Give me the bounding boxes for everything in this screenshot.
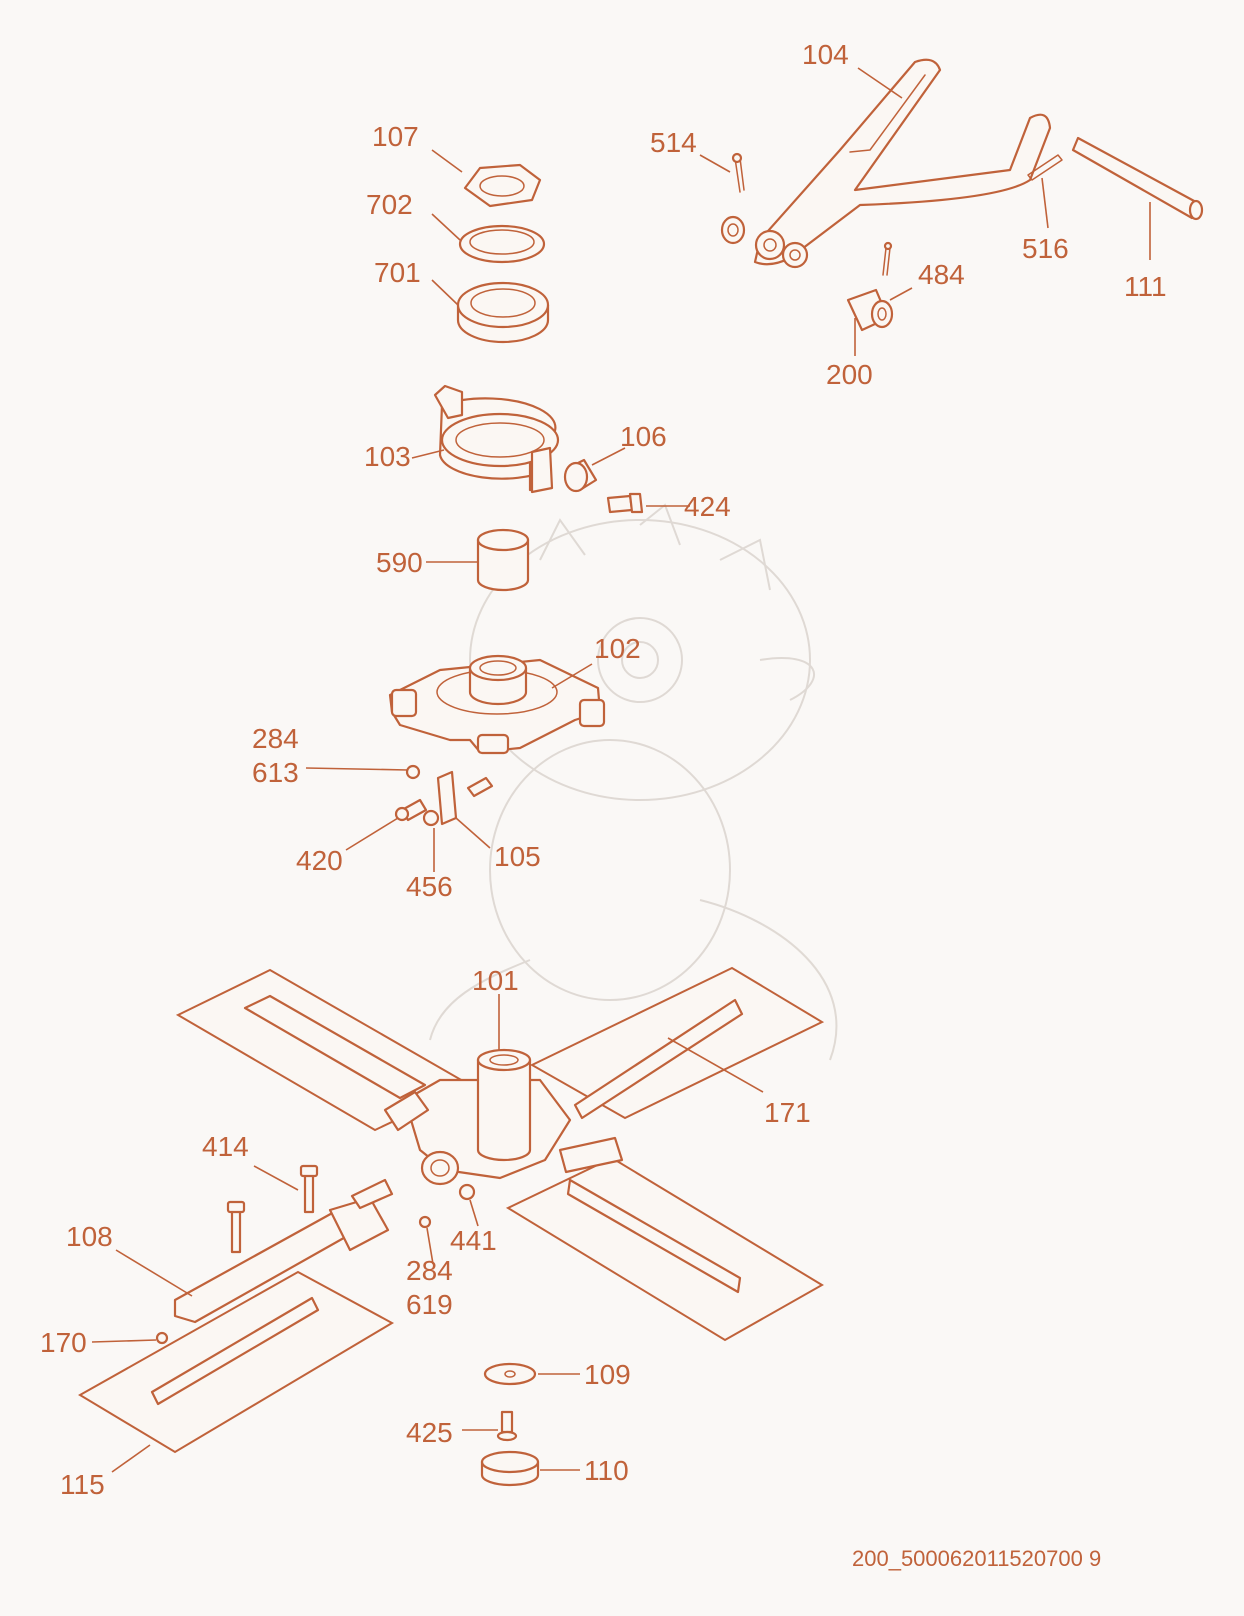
callout-425: 425 xyxy=(406,1417,453,1448)
part-111-pin xyxy=(1071,136,1204,221)
callout-200: 200 xyxy=(826,359,873,390)
callout-516: 516 xyxy=(1022,233,1069,264)
callout-284-upper: 284 xyxy=(252,723,299,754)
callout-484: 484 xyxy=(918,259,965,290)
part-109-washer xyxy=(483,1362,537,1386)
part-516-cotter-pin xyxy=(1027,154,1063,181)
part-425-screw xyxy=(496,1410,518,1442)
callout-590: 590 xyxy=(376,547,423,578)
bolt-part xyxy=(226,1200,246,1254)
callout-170: 170 xyxy=(40,1327,87,1358)
callout-labels: 104 107 514 702 516 701 484 111 200 106 … xyxy=(40,39,1167,1500)
part-102-spider-hub xyxy=(388,654,606,755)
part-702-seal-ring xyxy=(458,224,546,264)
washer-part xyxy=(720,215,746,245)
part-701-bearing xyxy=(456,281,550,344)
part-200-clevis-pin xyxy=(846,288,894,332)
callout-441: 441 xyxy=(450,1225,497,1256)
callout-171: 171 xyxy=(764,1097,811,1128)
callout-105: 105 xyxy=(494,841,541,872)
part-101-cross-frame xyxy=(175,966,825,1342)
part-514-cotter-pin xyxy=(731,152,745,193)
part-424-bolt xyxy=(606,492,644,514)
callout-702: 702 xyxy=(366,189,413,220)
callout-414: 414 xyxy=(202,1131,249,1162)
callout-420: 420 xyxy=(296,845,343,876)
part-484-split-pin xyxy=(882,241,893,276)
part-613-grease-nipple xyxy=(405,764,421,780)
part-420-screw xyxy=(394,798,428,822)
callout-107: 107 xyxy=(372,121,419,152)
part-414-bolt xyxy=(299,1164,319,1214)
part-619-nipple xyxy=(418,1215,432,1229)
part-115-plate xyxy=(78,1270,395,1454)
part-590-sleeve xyxy=(476,528,530,592)
callout-613: 613 xyxy=(252,757,299,788)
part-105-block xyxy=(436,770,458,826)
callout-101: 101 xyxy=(472,965,519,996)
part-103-clamp-housing xyxy=(433,384,560,494)
callout-424: 424 xyxy=(684,491,731,522)
document-id: 200_500062011520700 9 xyxy=(852,1546,1101,1571)
callout-111: 111 xyxy=(1124,271,1167,302)
callout-103: 103 xyxy=(364,441,411,472)
part-110-cap xyxy=(480,1450,540,1487)
callout-109: 109 xyxy=(584,1359,631,1390)
leader-lines xyxy=(91,67,1151,1473)
part-107-hex-nut xyxy=(463,163,542,208)
callout-108: 108 xyxy=(66,1221,113,1252)
callout-106: 106 xyxy=(620,421,667,452)
screw-part xyxy=(466,776,494,798)
part-104-lever-arm xyxy=(753,58,1052,269)
callout-104: 104 xyxy=(802,39,849,70)
callout-514: 514 xyxy=(650,127,697,158)
callout-701: 701 xyxy=(374,257,421,288)
part-441-screw xyxy=(458,1183,476,1201)
part-170-nut xyxy=(155,1331,169,1345)
callout-456: 456 xyxy=(406,871,453,902)
callout-115: 115 xyxy=(60,1469,105,1500)
part-108-extension-arm xyxy=(173,1178,394,1324)
callout-110: 110 xyxy=(584,1455,629,1486)
callout-619: 619 xyxy=(406,1289,453,1320)
part-106-bushing xyxy=(563,458,598,493)
part-456-nut xyxy=(422,809,440,827)
watermark-dragon-illustration xyxy=(429,503,838,1061)
callout-284-lower: 284 xyxy=(406,1255,453,1286)
callout-102: 102 xyxy=(594,633,641,664)
